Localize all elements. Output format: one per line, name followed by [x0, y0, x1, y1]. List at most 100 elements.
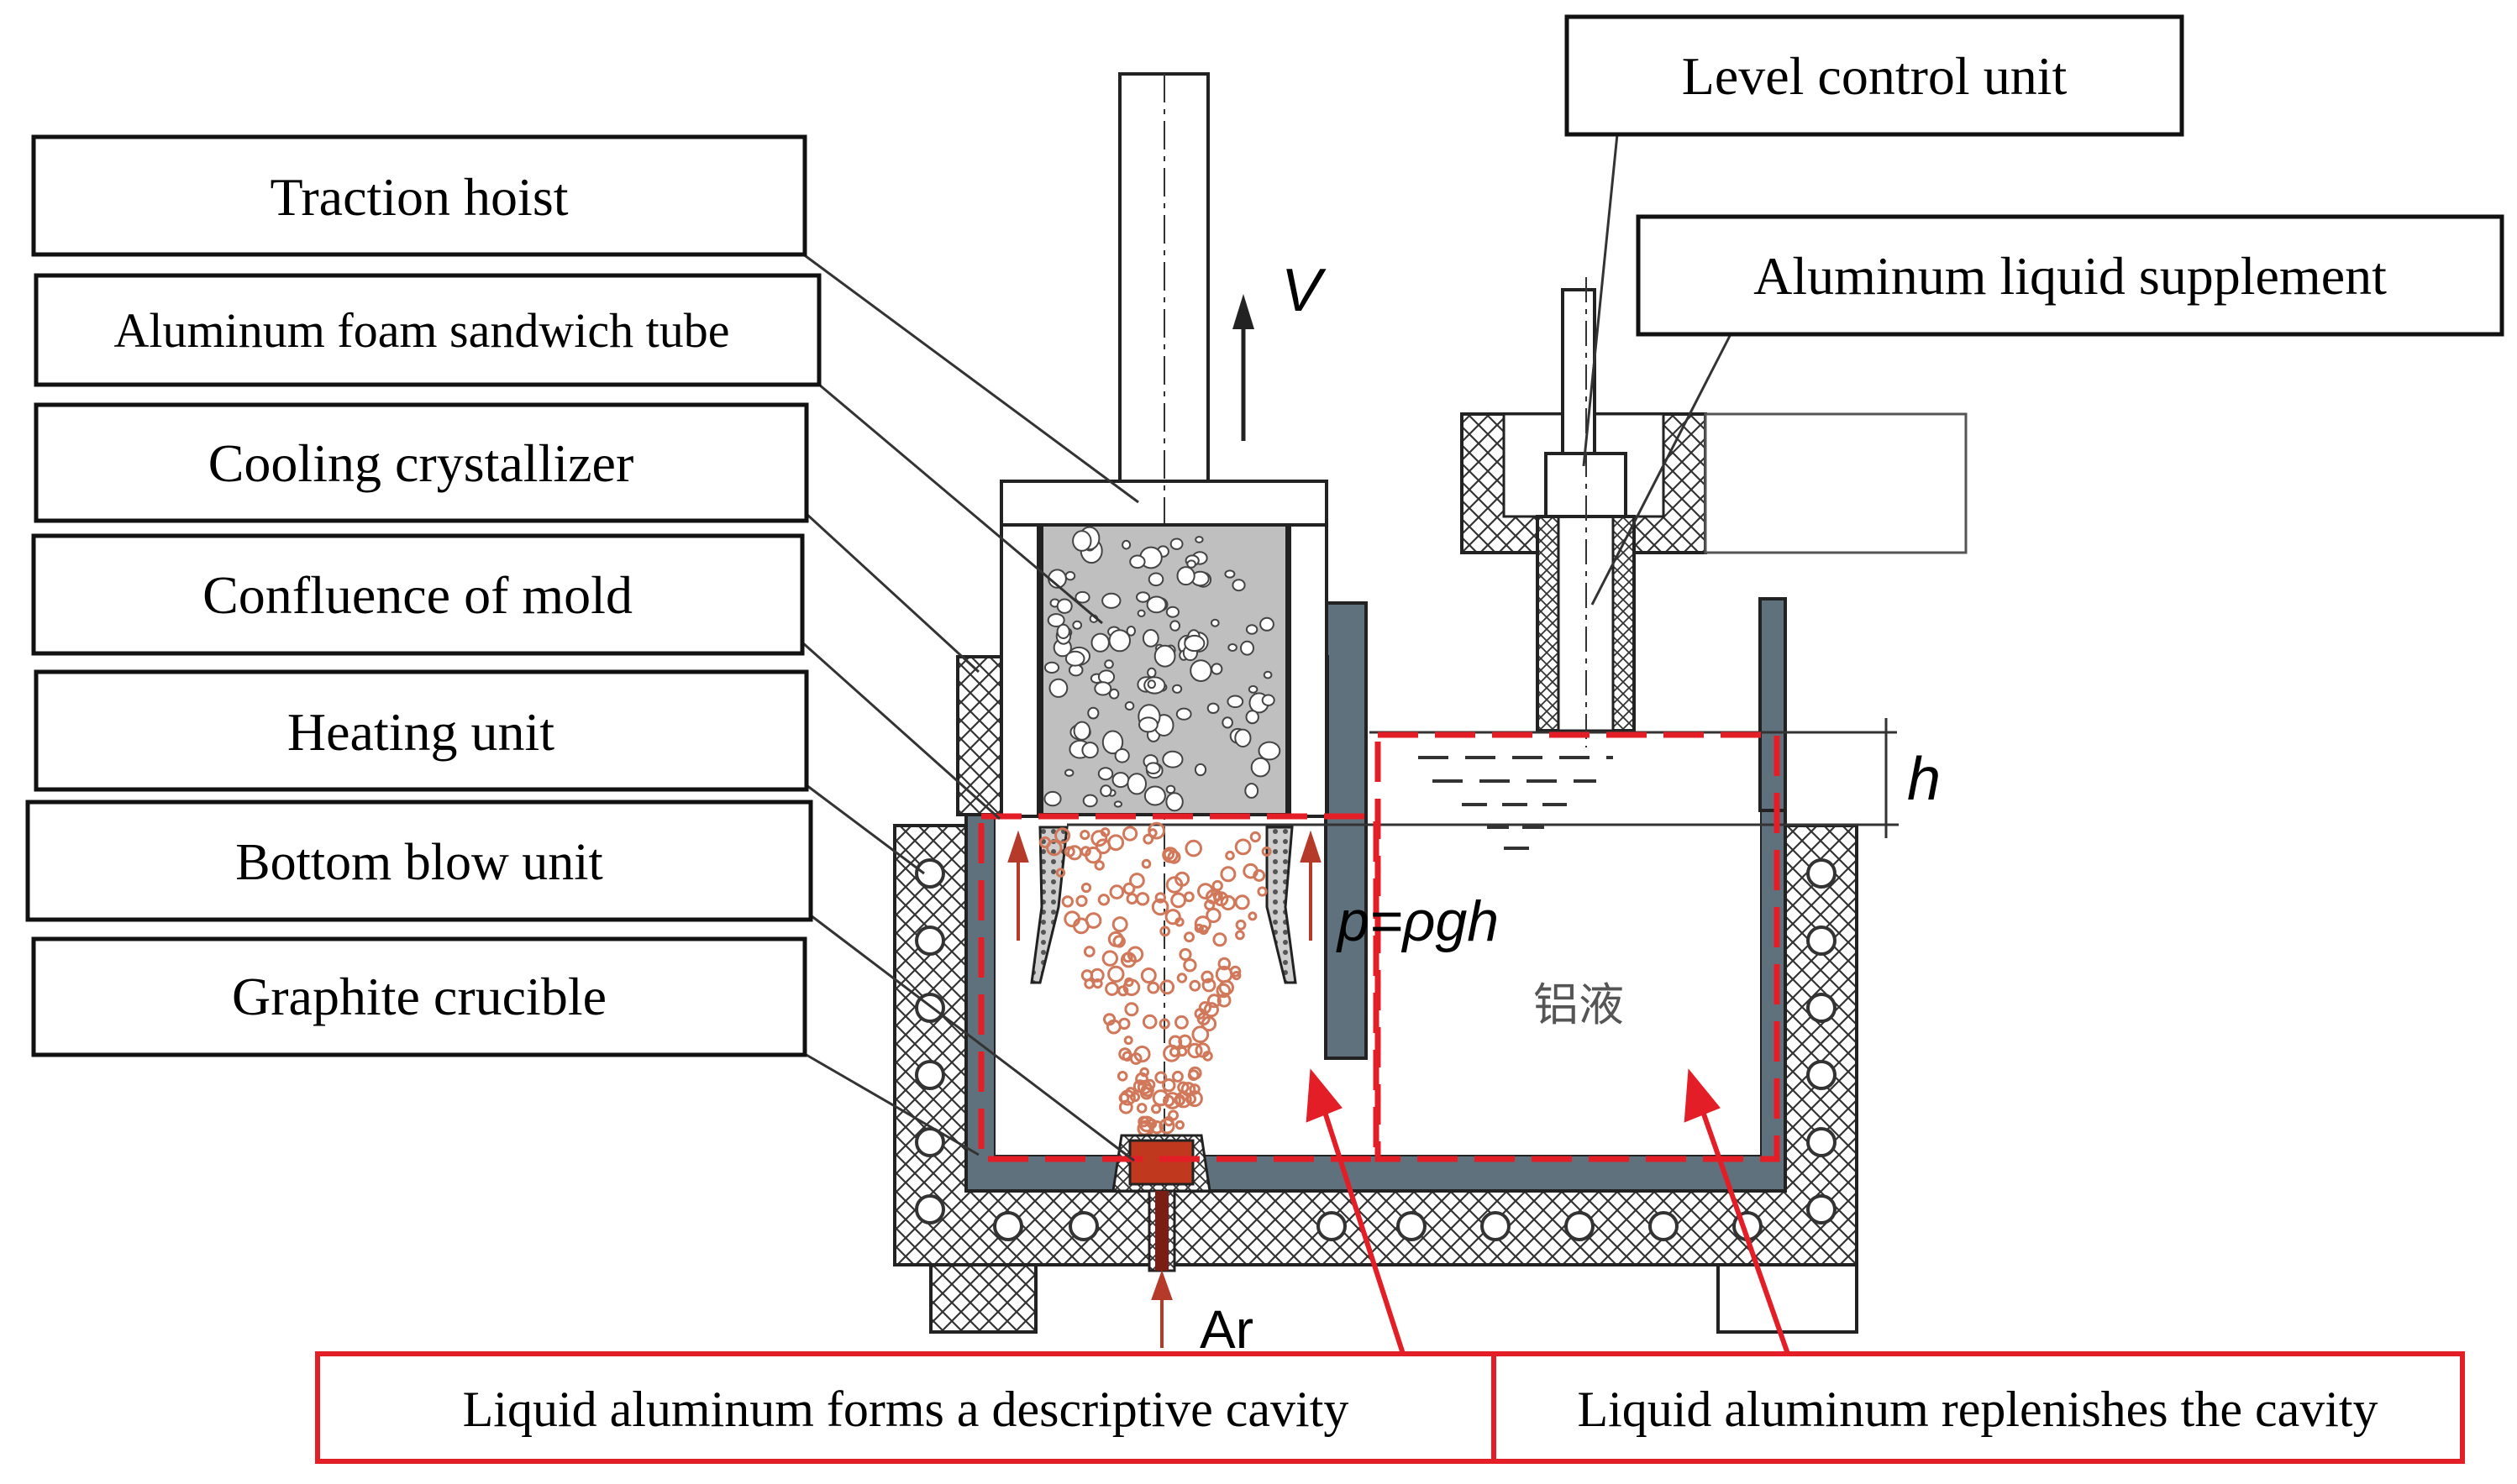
pressure-formula: p=ρgh [1336, 889, 1499, 953]
gas-bubble [1140, 967, 1157, 983]
gas-bubble [1203, 1002, 1220, 1018]
foam-pore [1064, 650, 1085, 667]
gas-bubble [1187, 1042, 1203, 1059]
gas-bubble [1054, 827, 1071, 844]
gas-bubble [1142, 1014, 1158, 1030]
gas-bubble [1122, 826, 1138, 842]
gas-bubble [1129, 1052, 1143, 1065]
gas-bubble [1194, 915, 1211, 933]
bottom-blow-nozzle [1111, 1134, 1211, 1272]
foam-pore [1056, 598, 1073, 614]
gas-bubble [1064, 910, 1081, 928]
cavity-outlines [978, 732, 1780, 1162]
gas-bubble [1184, 931, 1195, 943]
gas-bubble [1216, 983, 1232, 999]
foam-pore [1232, 579, 1246, 592]
gas-bubble [1067, 845, 1083, 861]
label-bottom-blow-unit-text: Bottom blow unit [235, 834, 602, 891]
foam-pore [1137, 609, 1146, 617]
level-probe-rod [1561, 288, 1596, 455]
foam-pore [1176, 566, 1195, 586]
foam-pore [1222, 716, 1233, 729]
foam-pore [1145, 762, 1161, 775]
label-liquid-supplement-text: Aluminum liquid supplement [1753, 246, 2387, 306]
foam-pore [1097, 767, 1114, 781]
crystallizer-left-wall [1000, 521, 1040, 818]
gas-bubble [1105, 981, 1120, 996]
gas-bubble [1143, 833, 1154, 845]
gas-bubble [1136, 1103, 1148, 1114]
foam-pore [1234, 728, 1252, 747]
gas-bubble [1118, 1017, 1131, 1030]
gas-bubble [1107, 931, 1124, 947]
gas-bubble [1154, 1071, 1168, 1084]
foam-pore [1075, 590, 1090, 604]
gas-bubble [1174, 1015, 1189, 1030]
gas-bubble [1204, 899, 1216, 911]
gas-bubble [1189, 1083, 1201, 1095]
foam-pore [1072, 620, 1083, 630]
gas-bubble [1159, 1018, 1170, 1030]
gas-bubble [1206, 994, 1222, 1009]
gas-bubble [1168, 1109, 1179, 1121]
foam-pore [1146, 595, 1167, 614]
gas-bubble [1189, 979, 1201, 992]
nozzle-core [1128, 1139, 1195, 1186]
label-heating-unit-text: Heating unit [287, 702, 554, 762]
gas-bubble [1132, 1079, 1148, 1093]
gas-bubble [1220, 866, 1237, 883]
foam-pore [1211, 618, 1220, 627]
gas-bubble [1178, 1034, 1192, 1049]
label-cavity-replenish-text: Liquid aluminum replenishes the cavity [1577, 1382, 2378, 1437]
foam-sandwich-tube [1040, 523, 1289, 816]
label-cooling-crystallizer-text: Cooling crystallizer [208, 433, 634, 493]
foam-pore [1206, 702, 1220, 714]
gas-bubble [1118, 1047, 1132, 1061]
liquid-level-marks [1418, 756, 1613, 850]
gas-bubble [1217, 957, 1232, 971]
gas-bubble [1243, 863, 1258, 879]
crystallizer-right-wall [1288, 521, 1328, 818]
foam-pore [1194, 763, 1207, 777]
label-cavity-forms-text: Liquid aluminum forms a descriptive cavi… [463, 1382, 1349, 1437]
gas-bubble [1061, 895, 1075, 908]
label-foam-tube-text: Aluminum foam sandwich tube [114, 303, 730, 358]
gas-bubble [1212, 890, 1223, 901]
gas-bubble [1090, 830, 1108, 847]
gas-bubble [1147, 981, 1160, 994]
foam-pore [1081, 742, 1099, 759]
foam-pore [1072, 530, 1092, 552]
foam-pore [1138, 716, 1159, 733]
gas-bubble [1159, 979, 1175, 995]
gas-bubble [1046, 839, 1063, 857]
gas-bubble [1249, 831, 1261, 843]
gas-bubble [1186, 1090, 1203, 1108]
foam-pore [1113, 800, 1123, 808]
foam-pore [1184, 634, 1206, 653]
heating-element-holes [915, 858, 1837, 1241]
gas-bubble [1162, 1078, 1176, 1093]
furnace-leg-right [1716, 1263, 1858, 1334]
foam-pore [1172, 684, 1183, 694]
gas-bubble [1171, 1070, 1184, 1083]
baffle-plate [1324, 601, 1368, 1060]
gas-bubble [1229, 965, 1242, 978]
foam-pore [1048, 678, 1069, 698]
foam-pore [1169, 620, 1180, 632]
foam-pore [1126, 626, 1137, 637]
gas-bubble [1111, 916, 1128, 933]
gas-bubble [1184, 891, 1195, 903]
cooling-crystallizer [956, 72, 1329, 1268]
gas-bubble [1188, 1066, 1202, 1080]
gas-bubble [1248, 911, 1258, 921]
foam-pore [1073, 721, 1091, 741]
gas-bubble [1129, 1092, 1141, 1103]
foam-pore [1250, 757, 1271, 778]
gas-bubble [1148, 828, 1158, 838]
gas-bubble [1162, 847, 1179, 863]
foam-pore [1227, 695, 1244, 709]
foam-pore [1245, 710, 1259, 725]
mold-confluence [1030, 826, 1297, 984]
gas-bubble [1174, 917, 1185, 927]
gas-bubble [1123, 1036, 1133, 1046]
